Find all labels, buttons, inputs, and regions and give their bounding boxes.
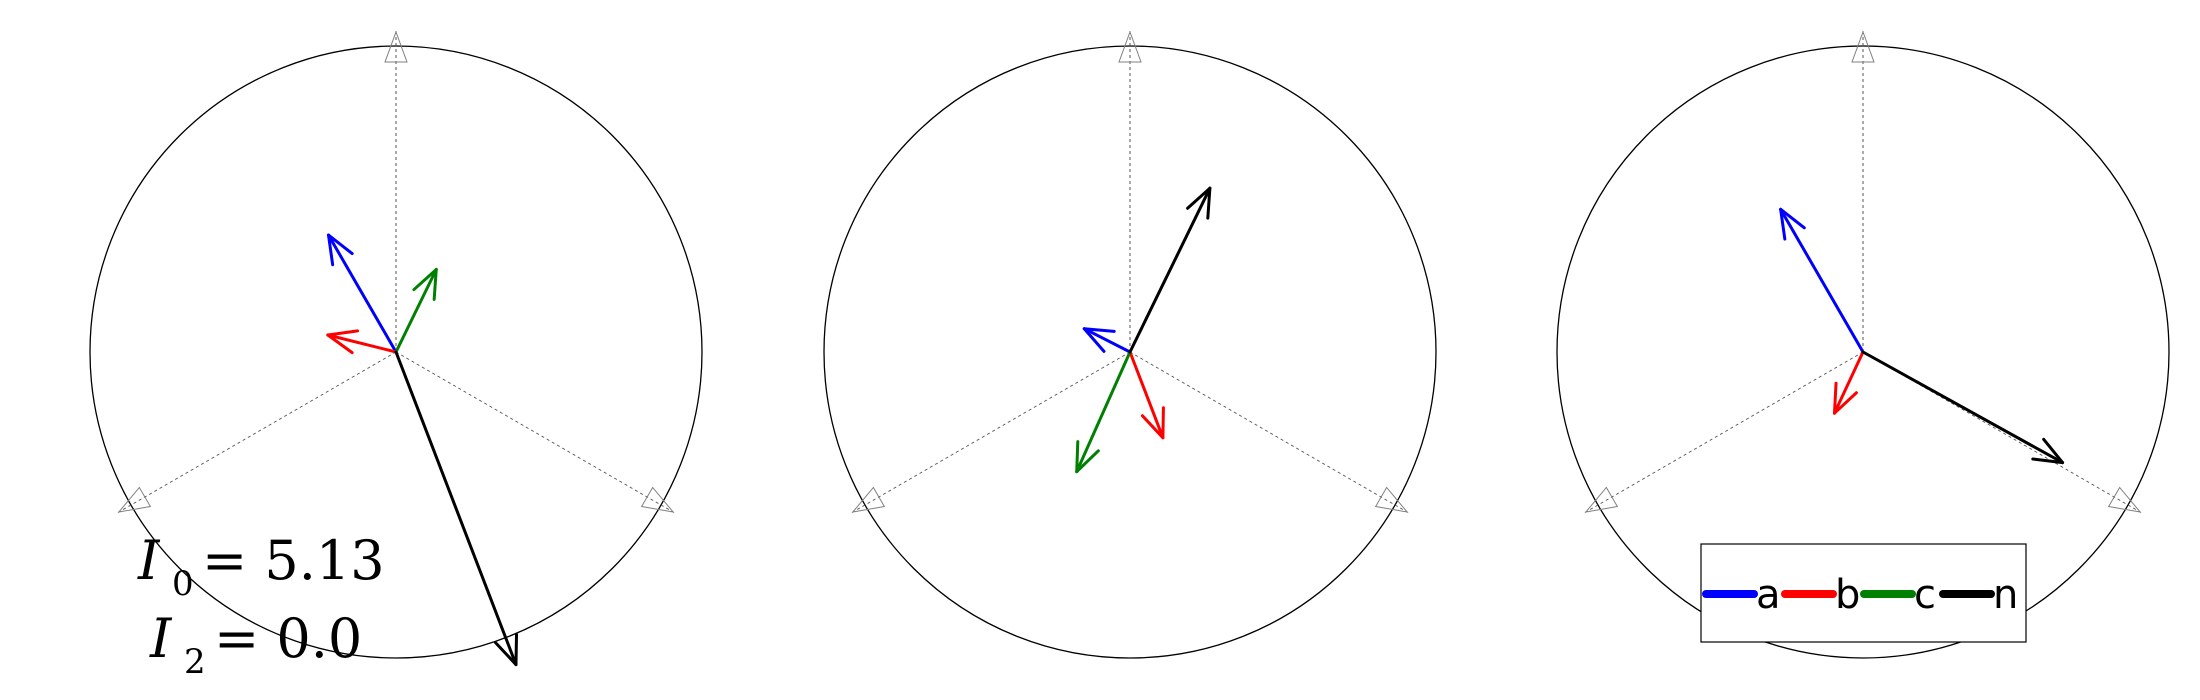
i2-symbol: I: [149, 607, 173, 670]
axis-marker-2: [851, 486, 886, 513]
axis-marker-1: [384, 30, 408, 63]
phasor-n-arrow: [1861, 350, 2065, 465]
axis-marker-3: [1374, 486, 1409, 513]
i2-subscript: 2: [184, 642, 206, 682]
legend-item-a: a: [1702, 572, 1781, 618]
axis-marker-1: [1118, 30, 1142, 63]
legend-label-b: b: [1835, 572, 1860, 618]
legend-item-b: b: [1781, 572, 1860, 618]
legend-item-c: c: [1860, 572, 1936, 618]
phasor-b-arrow: [1128, 350, 1165, 440]
legend-label-a: a: [1756, 572, 1781, 618]
axis-marker-3: [640, 486, 675, 513]
reference-axis-2: [1583, 351, 1864, 514]
phasor-panel-2: [823, 30, 1437, 659]
axis-marker-3: [2107, 486, 2142, 513]
reference-axis-2: [850, 351, 1131, 514]
axis-marker-2: [117, 486, 152, 513]
legend-item-n: n: [1939, 572, 2018, 618]
phasor-panel-1: [89, 30, 703, 667]
legend-label-n: n: [1993, 572, 2018, 618]
i0-value: = 5.13: [202, 529, 385, 592]
phasor-a-arrow: [327, 233, 398, 354]
sequence-current-annotation: I 0 = 5.13 I 2 = 0.0: [137, 529, 385, 682]
phasor-panel-3: [1556, 30, 2170, 659]
i0-symbol: I: [137, 529, 161, 592]
i0-subscript: 0: [172, 564, 194, 604]
phasor-a-arrow: [1779, 207, 1865, 354]
axis-marker-1: [1851, 30, 1875, 63]
phasor-a-arrow: [1082, 327, 1132, 354]
phasor-n-arrow: [394, 350, 519, 667]
phasor-panels: [89, 30, 2170, 667]
phasor-c-arrow: [394, 267, 438, 354]
axis-marker-2: [1584, 486, 1619, 513]
reference-axis-3: [395, 351, 676, 514]
i2-value: = 0.0: [214, 607, 362, 670]
phasor-c-arrow: [1075, 350, 1132, 474]
phasor-b-arrow: [1832, 350, 1865, 415]
phasor-n-arrow: [1128, 186, 1212, 354]
legend-label-c: c: [1914, 572, 1936, 618]
phasor-b-arrow: [326, 329, 398, 355]
reference-axis-2: [116, 351, 397, 514]
reference-axis-3: [1129, 351, 1410, 514]
